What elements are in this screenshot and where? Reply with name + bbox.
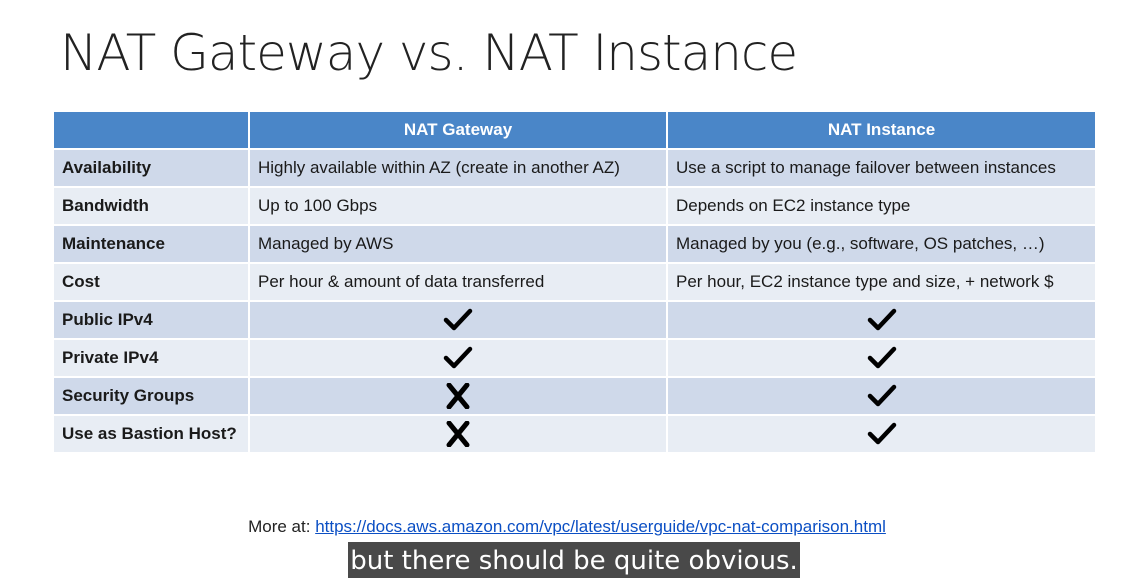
cross-icon bbox=[446, 383, 470, 409]
row-label: Cost bbox=[52, 262, 250, 302]
table-row-availability: Availability Highly available within AZ … bbox=[52, 148, 1097, 188]
table-row-security-groups: Security Groups bbox=[52, 376, 1097, 416]
row-label: Maintenance bbox=[52, 224, 250, 264]
table-header-row: NAT Gateway NAT Instance bbox=[52, 110, 1097, 150]
table-row-public-ipv4: Public IPv4 bbox=[52, 300, 1097, 340]
instance-mark-cell bbox=[666, 414, 1097, 454]
row-label: Public IPv4 bbox=[52, 300, 250, 340]
check-icon bbox=[867, 384, 896, 407]
header-nat-gateway: NAT Gateway bbox=[248, 110, 668, 150]
slide-title: NAT Gateway vs. NAT Instance bbox=[60, 24, 798, 82]
gateway-mark-cell bbox=[248, 300, 668, 340]
instance-mark-cell bbox=[666, 338, 1097, 378]
instance-cell: Per hour, EC2 instance type and size, + … bbox=[666, 262, 1097, 302]
check-icon bbox=[443, 308, 473, 331]
gateway-mark-cell bbox=[248, 414, 668, 454]
video-caption: but there should be quite obvious. bbox=[348, 542, 800, 578]
table-row-bastion-host: Use as Bastion Host? bbox=[52, 414, 1097, 454]
instance-mark-cell bbox=[666, 376, 1097, 416]
gateway-mark-cell bbox=[248, 376, 668, 416]
gateway-cell: Managed by AWS bbox=[248, 224, 668, 264]
table-row-maintenance: Maintenance Managed by AWS Managed by yo… bbox=[52, 224, 1097, 264]
docs-link[interactable]: https://docs.aws.amazon.com/vpc/latest/u… bbox=[315, 517, 886, 536]
gateway-cell: Per hour & amount of data transferred bbox=[248, 262, 668, 302]
instance-mark-cell bbox=[666, 300, 1097, 340]
cross-icon bbox=[446, 421, 470, 447]
footer-note: More at: https://docs.aws.amazon.com/vpc… bbox=[0, 517, 1134, 537]
row-label: Private IPv4 bbox=[52, 338, 250, 378]
header-corner-cell bbox=[52, 110, 250, 150]
row-label: Use as Bastion Host? bbox=[52, 414, 250, 454]
gateway-cell: Up to 100 Gbps bbox=[248, 186, 668, 226]
check-icon bbox=[443, 346, 473, 369]
check-icon bbox=[867, 422, 896, 445]
row-label: Bandwidth bbox=[52, 186, 250, 226]
table-row-private-ipv4: Private IPv4 bbox=[52, 338, 1097, 378]
header-nat-instance: NAT Instance bbox=[666, 110, 1097, 150]
row-label: Availability bbox=[52, 148, 250, 188]
footer-prefix: More at: bbox=[248, 517, 316, 536]
row-label: Security Groups bbox=[52, 376, 250, 416]
check-icon bbox=[867, 308, 896, 331]
comparison-table: NAT Gateway NAT Instance Availability Hi… bbox=[52, 110, 1097, 454]
gateway-mark-cell bbox=[248, 338, 668, 378]
table-row-cost: Cost Per hour & amount of data transferr… bbox=[52, 262, 1097, 302]
instance-cell: Managed by you (e.g., software, OS patch… bbox=[666, 224, 1097, 264]
instance-cell: Depends on EC2 instance type bbox=[666, 186, 1097, 226]
gateway-cell: Highly available within AZ (create in an… bbox=[248, 148, 668, 188]
check-icon bbox=[867, 346, 896, 369]
table-row-bandwidth: Bandwidth Up to 100 Gbps Depends on EC2 … bbox=[52, 186, 1097, 226]
instance-cell: Use a script to manage failover between … bbox=[666, 148, 1097, 188]
